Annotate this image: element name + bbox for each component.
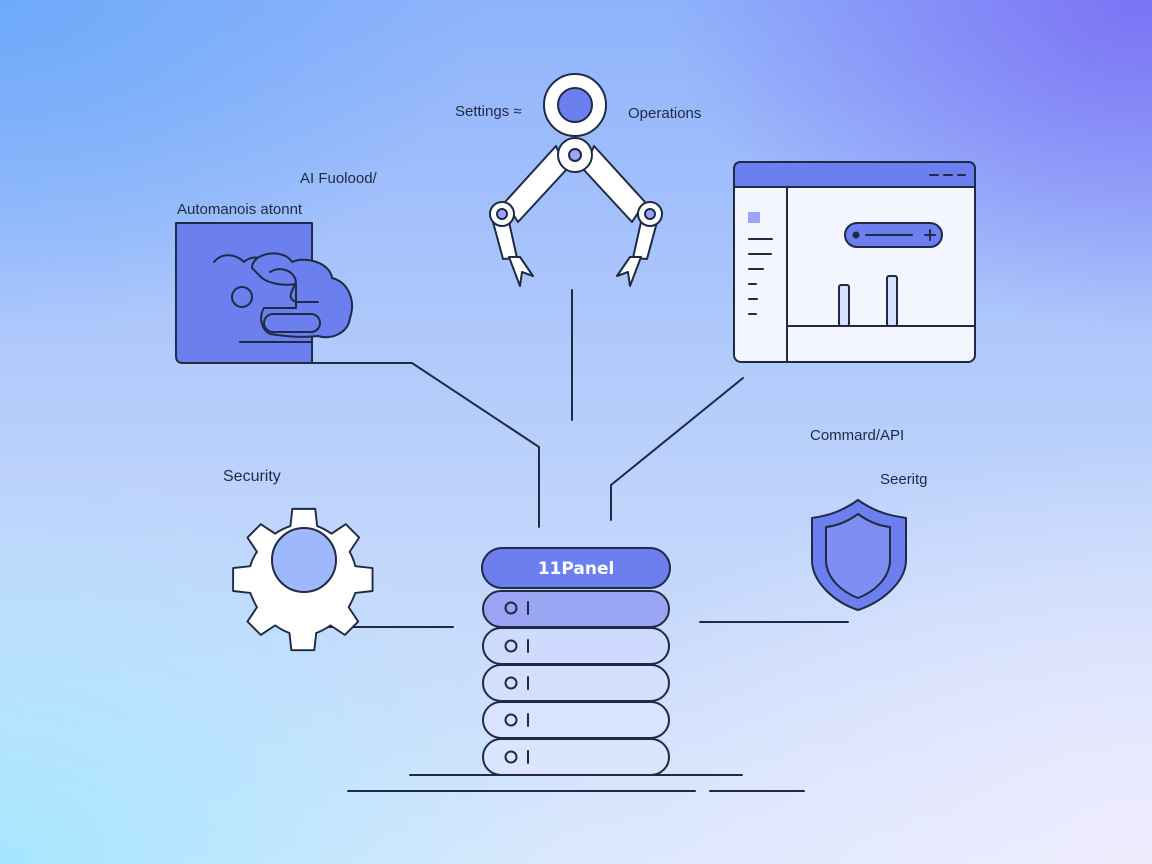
server-title: 11Panel bbox=[538, 559, 615, 579]
server-unit-4 bbox=[482, 701, 670, 739]
server-unit-1 bbox=[482, 590, 670, 628]
dashboard-window-icon bbox=[733, 161, 976, 363]
server-stack-icon bbox=[481, 547, 671, 776]
label-settings: Settings ≈ bbox=[455, 103, 522, 120]
server-unit-3 bbox=[482, 664, 670, 702]
server-header bbox=[481, 547, 671, 589]
label-seeritg: Seeritg bbox=[880, 471, 928, 488]
shield-icon bbox=[811, 499, 907, 611]
connector-puzzle-to-server bbox=[311, 362, 540, 528]
robot-arm-icon bbox=[489, 73, 663, 287]
ground-lines bbox=[347, 774, 805, 792]
label-security: Security bbox=[223, 468, 281, 485]
server-unit-2 bbox=[482, 627, 670, 665]
connector-dashboard-to-server bbox=[610, 377, 744, 521]
server-unit-bottom bbox=[482, 738, 670, 776]
label-ai-function: AI Fuolood/ bbox=[300, 170, 377, 187]
label-command-api: Commard/API bbox=[810, 427, 905, 444]
label-operations: Operations bbox=[628, 105, 702, 122]
gear-icon bbox=[232, 507, 374, 652]
puzzle-icon bbox=[175, 222, 353, 364]
label-automation: Automanois atonnt bbox=[177, 201, 303, 218]
